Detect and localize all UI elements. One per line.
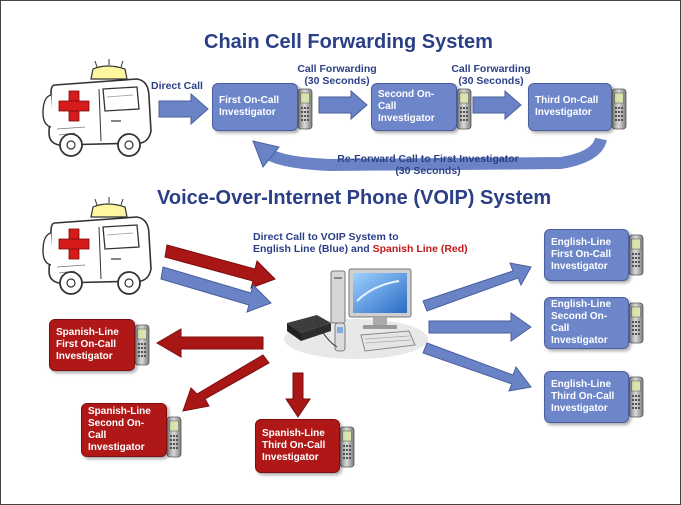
box-line: First On-Call [56, 339, 117, 350]
call-forwarding-text: Call Forwarding [451, 63, 531, 75]
box-line: Spanish-Line [88, 406, 151, 417]
box-line: English-Line [551, 299, 611, 310]
box-line: English-Line [551, 237, 611, 248]
cell-phone-icon [297, 88, 313, 130]
forward-arrow-1 [318, 89, 368, 121]
spanish-line-first-box: Spanish-Line First On-Call Investigator [49, 319, 135, 371]
voip-system-title: Voice-Over-Internet Phone (VOIP) System [157, 187, 552, 209]
call-forwarding-duration: (30 Seconds) [304, 75, 370, 87]
english-line-third-box: English-Line Third On-Call Investigator [544, 371, 629, 423]
english-line-first-box: English-Line First On-Call Investigator [544, 229, 629, 281]
box-line: Investigator [88, 442, 145, 453]
voip-direct-call-line2: English Line (Blue) and Spanish Line (Re… [253, 243, 468, 255]
spanish-arrow-1 [156, 328, 264, 358]
direct-call-label: Direct Call [151, 80, 203, 92]
voip-computer-icon [284, 268, 428, 359]
cell-phone-icon [456, 88, 472, 130]
first-on-call-investigator-box: First On-Call Investigator [212, 83, 298, 131]
cell-phone-icon [628, 376, 644, 418]
box-line: Spanish-Line [262, 428, 325, 439]
incoming-arrow-blue [160, 266, 272, 313]
cell-phone-icon [628, 302, 644, 344]
ambulance-icon [42, 58, 152, 157]
box-line: First On-Call [551, 249, 612, 260]
reforward-text: Re-Forward Call to First Investigator [337, 153, 519, 165]
box-line: Investigator [551, 261, 608, 272]
spanish-line-third-box: Spanish-Line Third On-Call Investigator [255, 419, 340, 473]
box-line: Second On-Call [551, 311, 608, 334]
spanish-arrow-3 [285, 372, 311, 418]
english-arrow-1 [422, 262, 532, 312]
english-line-second-box: English-Line Second On-Call Investigator [544, 297, 629, 349]
cell-phone-icon [134, 324, 150, 366]
box-line: Spanish-Line [56, 327, 119, 338]
cell-phone-icon [166, 416, 182, 458]
chain-system-title: Chain Cell Forwarding System [204, 31, 493, 53]
english-line-text: English Line (Blue) and [253, 243, 373, 255]
box-line: First On-Call [219, 95, 280, 106]
spanish-line-text: Spanish Line (Red) [372, 243, 468, 255]
cell-phone-icon [611, 88, 627, 130]
call-forwarding-duration: (30 Seconds) [458, 75, 524, 87]
cell-phone-icon [339, 426, 355, 468]
spanish-line-second-box: Spanish-Line Second On-Call Investigator [81, 403, 167, 457]
box-line: Investigator [262, 452, 319, 463]
reforward-label: Re-Forward Call to First Investigator (3… [319, 153, 537, 177]
voip-direct-call-label: Direct Call to VOIP System to English Li… [253, 231, 468, 255]
cell-phone-icon [628, 234, 644, 276]
voip-direct-call-line1: Direct Call to VOIP System to [253, 231, 399, 243]
box-line: Investigator [535, 107, 592, 118]
call-forwarding-text: Call Forwarding [297, 63, 377, 75]
spanish-arrow-2 [182, 354, 270, 412]
box-line: Second On-Call [88, 418, 145, 441]
box-line: Third On-Call [262, 440, 326, 451]
english-arrow-2 [428, 312, 532, 342]
reforward-duration: (30 Seconds) [395, 165, 461, 177]
call-forwarding-label-1: Call Forwarding (30 Seconds) [291, 63, 383, 87]
second-on-call-investigator-box: Second On-Call Investigator [371, 83, 457, 131]
box-line: Investigator [551, 335, 608, 346]
ambulance-icon [42, 196, 152, 295]
box-line: Investigator [219, 107, 276, 118]
box-line: Second On-Call [378, 89, 435, 112]
forward-arrow-2 [472, 89, 522, 121]
third-on-call-investigator-box: Third On-Call Investigator [528, 83, 612, 131]
english-arrow-3 [422, 342, 532, 392]
reforward-arrow [252, 137, 607, 172]
direct-call-arrow [158, 92, 209, 126]
box-line: Investigator [378, 113, 435, 124]
box-line: Third On-Call [551, 391, 615, 402]
incoming-arrow-red [164, 244, 276, 289]
box-line: Investigator [551, 403, 608, 414]
box-line: Investigator [56, 351, 113, 362]
call-forwarding-label-2: Call Forwarding (30 Seconds) [445, 63, 537, 87]
box-line: Third On-Call [535, 95, 599, 106]
box-line: English-Line [551, 379, 611, 390]
